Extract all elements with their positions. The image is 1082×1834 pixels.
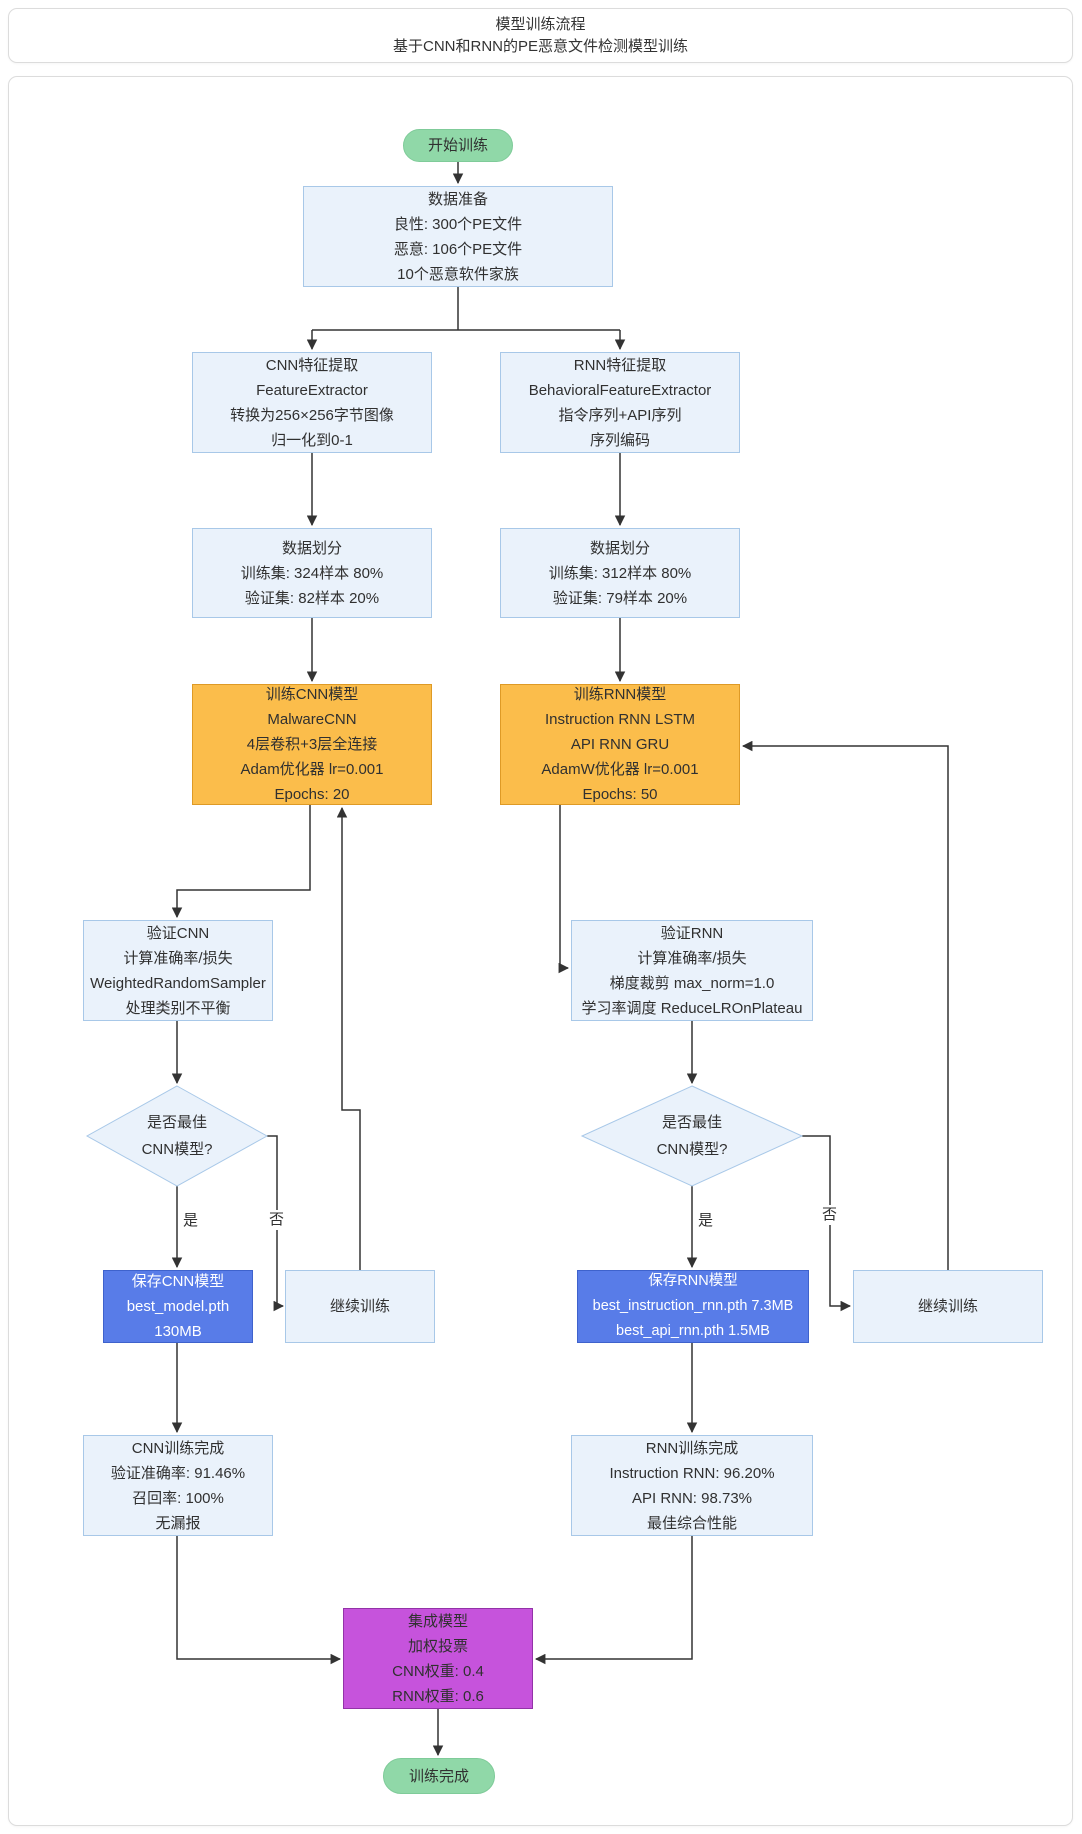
node-line: Instruction RNN: 96.20%	[609, 1464, 775, 1482]
node-line: 转换为256×256字节图像	[230, 406, 394, 424]
node-line: 继续训练	[917, 1298, 978, 1315]
node-line: 继续训练	[329, 1298, 390, 1315]
start-node: 开始训练	[403, 129, 513, 162]
end-label: 训练完成	[408, 1767, 469, 1785]
cnn-yes-label: 是	[183, 1212, 199, 1229]
node-line: CNN训练完成	[131, 1439, 225, 1457]
rnn-train-node: 训练RNN模型 Instruction RNN LSTM API RNN GRU…	[500, 684, 740, 805]
node-line: WeightedRandomSampler	[90, 974, 266, 992]
node-line: 4层卷积+3层全连接	[246, 736, 378, 753]
node-line: 加权投票	[407, 1637, 468, 1655]
node-line: Adam优化器 lr=0.001	[240, 761, 384, 778]
node-line: 是否最佳	[146, 1114, 207, 1131]
node-line: best_instruction_rnn.pth 7.3MB	[592, 1298, 794, 1314]
node-line: 召回率: 100%	[132, 1489, 224, 1507]
diagram-subtitle: 基于CNN和RNN的PE恶意文件检测模型训练	[392, 37, 688, 55]
node-line: CNN权重: 0.4	[392, 1662, 484, 1680]
node-line: 训练集: 324样本 80%	[240, 564, 384, 582]
node-line: 最佳综合性能	[646, 1514, 737, 1532]
node-line: RNN训练完成	[645, 1439, 739, 1457]
cnn-no-label: 否	[267, 1210, 287, 1230]
node-line: 验证RNN	[660, 924, 724, 942]
rnn-yes-label: 是	[698, 1212, 714, 1229]
rnn-validate-node: 验证RNN 计算准确率/损失 梯度裁剪 max_norm=1.0 学习率调度 R…	[571, 920, 813, 1021]
cnn-save-node: 保存CNN模型 best_model.pth 130MB	[103, 1270, 253, 1343]
rnn-feature-node: RNN特征提取 BehavioralFeatureExtractor 指令序列+…	[500, 352, 740, 453]
node-line: RNN特征提取	[573, 356, 667, 374]
cnn-validate-node: 验证CNN 计算准确率/损失 WeightedRandomSampler 处理类…	[83, 920, 273, 1021]
node-line: API RNN: 98.73%	[631, 1489, 753, 1507]
cnn-feature-node: CNN特征提取 FeatureExtractor 转换为256×256字节图像 …	[192, 352, 432, 453]
data-prep-node: 数据准备 良性: 300个PE文件 恶意: 106个PE文件 10个恶意软件家族	[303, 186, 613, 287]
node-line: 验证集: 82样本 20%	[244, 589, 380, 607]
node-line: Epochs: 20	[274, 786, 350, 803]
node-line: CNN模型?	[656, 1141, 728, 1158]
node-line: 验证集: 79样本 20%	[552, 589, 688, 607]
rnn-split-node: 数据划分 训练集: 312样本 80% 验证集: 79样本 20%	[500, 528, 740, 618]
node-line: 130MB	[154, 1323, 202, 1340]
node-line: CNN特征提取	[265, 356, 359, 374]
node-line: 无漏报	[155, 1514, 201, 1532]
rnn-done-node: RNN训练完成 Instruction RNN: 96.20% API RNN:…	[571, 1435, 813, 1536]
node-line: 验证准确率: 91.46%	[110, 1464, 246, 1482]
node-line: Instruction RNN LSTM	[544, 711, 696, 728]
cnn-split-node: 数据划分 训练集: 324样本 80% 验证集: 82样本 20%	[192, 528, 432, 618]
node-line: 恶意: 106个PE文件	[393, 240, 523, 258]
node-line: 梯度裁剪 max_norm=1.0	[609, 974, 775, 992]
node-line: 数据划分	[589, 539, 650, 557]
rnn-no-label: 否	[820, 1205, 840, 1225]
node-line: 是否最佳	[661, 1114, 722, 1131]
node-line: 集成模型	[407, 1612, 468, 1630]
node-line: best_model.pth	[126, 1298, 230, 1315]
diagram-title: 模型训练流程	[495, 15, 586, 33]
cnn-continue-node: 继续训练	[285, 1270, 435, 1343]
cnn-decision-node: 是否最佳 CNN模型?	[97, 1101, 257, 1171]
node-line: 10个恶意软件家族	[397, 265, 519, 283]
title-card: 模型训练流程 基于CNN和RNN的PE恶意文件检测模型训练	[8, 8, 1073, 63]
node-line: 序列编码	[589, 431, 650, 449]
node-line: 计算准确率/损失	[123, 949, 233, 967]
node-line: 验证CNN	[146, 924, 210, 942]
node-line: CNN模型?	[141, 1141, 213, 1158]
rnn-save-node: 保存RNN模型 best_instruction_rnn.pth 7.3MB b…	[577, 1270, 809, 1343]
node-line: 计算准确率/损失	[637, 949, 747, 967]
cnn-train-node: 训练CNN模型 MalwareCNN 4层卷积+3层全连接 Adam优化器 lr…	[192, 684, 432, 805]
node-line: 学习率调度 ReduceLROnPlateau	[581, 999, 803, 1017]
node-line: 保存CNN模型	[131, 1273, 225, 1290]
node-line: 良性: 300个PE文件	[393, 215, 523, 233]
node-line: Epochs: 50	[582, 786, 658, 803]
node-line: BehavioralFeatureExtractor	[528, 381, 712, 399]
node-line: RNN权重: 0.6	[392, 1687, 484, 1705]
node-line: FeatureExtractor	[256, 381, 368, 399]
node-line: 保存RNN模型	[648, 1273, 738, 1289]
node-line: 指令序列+API序列	[558, 406, 682, 424]
node-line: 数据准备	[427, 190, 488, 208]
node-line: best_api_rnn.pth 1.5MB	[616, 1323, 770, 1339]
node-line: 数据划分	[281, 539, 342, 557]
ensemble-node: 集成模型 加权投票 CNN权重: 0.4 RNN权重: 0.6	[343, 1608, 533, 1709]
rnn-decision-node: 是否最佳 CNN模型?	[612, 1101, 772, 1171]
rnn-continue-node: 继续训练	[853, 1270, 1043, 1343]
node-line: 训练RNN模型	[573, 686, 667, 703]
node-line: API RNN GRU	[570, 736, 670, 753]
cnn-done-node: CNN训练完成 验证准确率: 91.46% 召回率: 100% 无漏报	[83, 1435, 273, 1536]
start-label: 开始训练	[427, 137, 488, 154]
node-line: 训练CNN模型	[265, 686, 359, 703]
node-line: 归一化到0-1	[271, 431, 353, 449]
node-line: AdamW优化器 lr=0.001	[541, 761, 699, 778]
node-line: 处理类别不平衡	[125, 999, 231, 1017]
end-node: 训练完成	[383, 1758, 495, 1794]
node-line: 训练集: 312样本 80%	[548, 564, 692, 582]
node-line: MalwareCNN	[267, 711, 357, 728]
